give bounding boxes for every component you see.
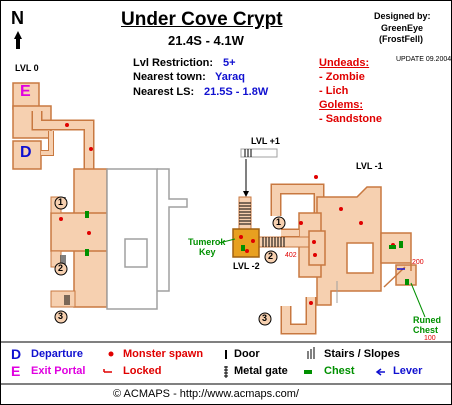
page-title: Under Cove Crypt xyxy=(121,9,283,30)
level-minus2-map xyxy=(218,196,326,266)
legend-departure: Departure xyxy=(31,348,83,360)
connector-1-right: 1 xyxy=(276,217,282,227)
level-minus1-map xyxy=(270,175,417,335)
lock-200-label: 200 xyxy=(412,259,424,266)
update-label: UPDATE 09.2004 xyxy=(396,56,452,63)
connector-3-right: 3 xyxy=(262,313,268,323)
undeads-title: Undeads: xyxy=(319,57,370,69)
nearest-town-label: Nearest town: xyxy=(133,71,206,83)
monster-zombie: - Zombie xyxy=(319,71,365,83)
chest-icon xyxy=(405,279,409,285)
spawn-icon xyxy=(239,235,243,239)
legend-departure-marker: D xyxy=(11,346,22,362)
chest-icon xyxy=(241,245,245,251)
spawn-icon xyxy=(313,253,317,257)
footer-copyright: © ACMAPS - http://www.acmaps.com/ xyxy=(113,388,299,400)
key-room xyxy=(232,228,260,258)
connector-2-right: 2 xyxy=(268,251,274,261)
departure-marker: D xyxy=(20,144,32,161)
connector-2-left: 2 xyxy=(58,263,64,273)
compass-label: N xyxy=(11,8,24,28)
level-minus2-label: LVL -2 xyxy=(233,261,260,271)
legend-gate-icon xyxy=(224,366,228,378)
monster-lich: - Lich xyxy=(319,85,349,97)
legend-door: Door xyxy=(234,348,260,360)
credits-guild: (FrostFell) xyxy=(379,34,423,44)
chest-icon xyxy=(389,245,396,249)
legend-locked: Locked xyxy=(123,365,162,377)
exit-portal-marker: E xyxy=(20,83,31,100)
runed-chest-label-1: Runed xyxy=(413,315,441,325)
locked-icon xyxy=(312,240,316,244)
tumerok-key-label-2: Key xyxy=(199,247,216,257)
map-coordinates: 21.4S - 4.1W xyxy=(168,33,244,48)
spawn-icon xyxy=(65,123,69,127)
spawn-icon xyxy=(251,239,255,243)
lock-402-label: 402 xyxy=(285,252,297,259)
lock-100-label: 100 xyxy=(424,335,436,342)
spawn-icon xyxy=(245,249,249,253)
spawn-icon xyxy=(87,231,91,235)
level-0-map xyxy=(12,82,188,310)
nearest-ls-value: 21.5S - 1.8W xyxy=(204,86,269,98)
chest-icon xyxy=(85,249,89,256)
level-restriction-label: Lvl Restriction: xyxy=(133,57,214,69)
tumerok-key-label-1: Tumerok xyxy=(188,237,226,247)
legend-locked-icon xyxy=(103,369,112,373)
nearest-ls-label: Nearest LS: xyxy=(133,86,195,98)
spawn-icon xyxy=(299,221,303,225)
spawn-icon xyxy=(59,217,63,221)
nearest-town-value: Yaraq xyxy=(215,71,245,83)
runed-chest-label-2: Chest xyxy=(413,325,439,335)
legend-stairs-icon xyxy=(307,347,315,359)
connector-3-left: 3 xyxy=(58,311,64,321)
spawn-icon xyxy=(309,301,313,305)
legend-exit-marker: E xyxy=(11,363,21,379)
legend-chest-icon xyxy=(304,370,312,374)
legend-lever: Lever xyxy=(393,365,423,377)
level-plus1-map xyxy=(240,148,278,197)
legend-monster-spawn: Monster spawn xyxy=(123,348,204,360)
level-minus1-label: LVL -1 xyxy=(356,161,383,171)
legend-stairs: Stairs / Slopes xyxy=(324,348,400,360)
credits-author: GreenEye xyxy=(381,23,424,33)
legend-chest: Chest xyxy=(324,365,355,377)
monster-sandstone: - Sandstone xyxy=(319,113,382,125)
spawn-icon xyxy=(359,221,363,225)
legend-metal-gate: Metal gate xyxy=(234,365,288,377)
golems-title: Golems: xyxy=(319,99,364,111)
level-restriction-value: 5+ xyxy=(223,57,236,69)
level-plus1-label: LVL +1 xyxy=(251,136,280,146)
connector-markers xyxy=(54,196,286,326)
legend-spawn-icon xyxy=(108,351,114,357)
chest-leader-line xyxy=(410,282,426,318)
chest-icon xyxy=(85,211,89,218)
credits-designed-by: Designed by: xyxy=(374,11,431,21)
connector-1-left: 1 xyxy=(58,197,64,207)
level-0-label: LVL 0 xyxy=(15,63,39,73)
chest-icon xyxy=(399,241,403,248)
legend-lever-icon xyxy=(375,368,385,376)
compass-arrow-icon xyxy=(14,31,22,49)
spawn-icon xyxy=(339,207,343,211)
legend-exit-portal: Exit Portal xyxy=(31,365,86,377)
spawn-icon xyxy=(89,147,93,151)
legend-door-icon xyxy=(225,350,227,359)
spawn-icon xyxy=(314,175,318,179)
